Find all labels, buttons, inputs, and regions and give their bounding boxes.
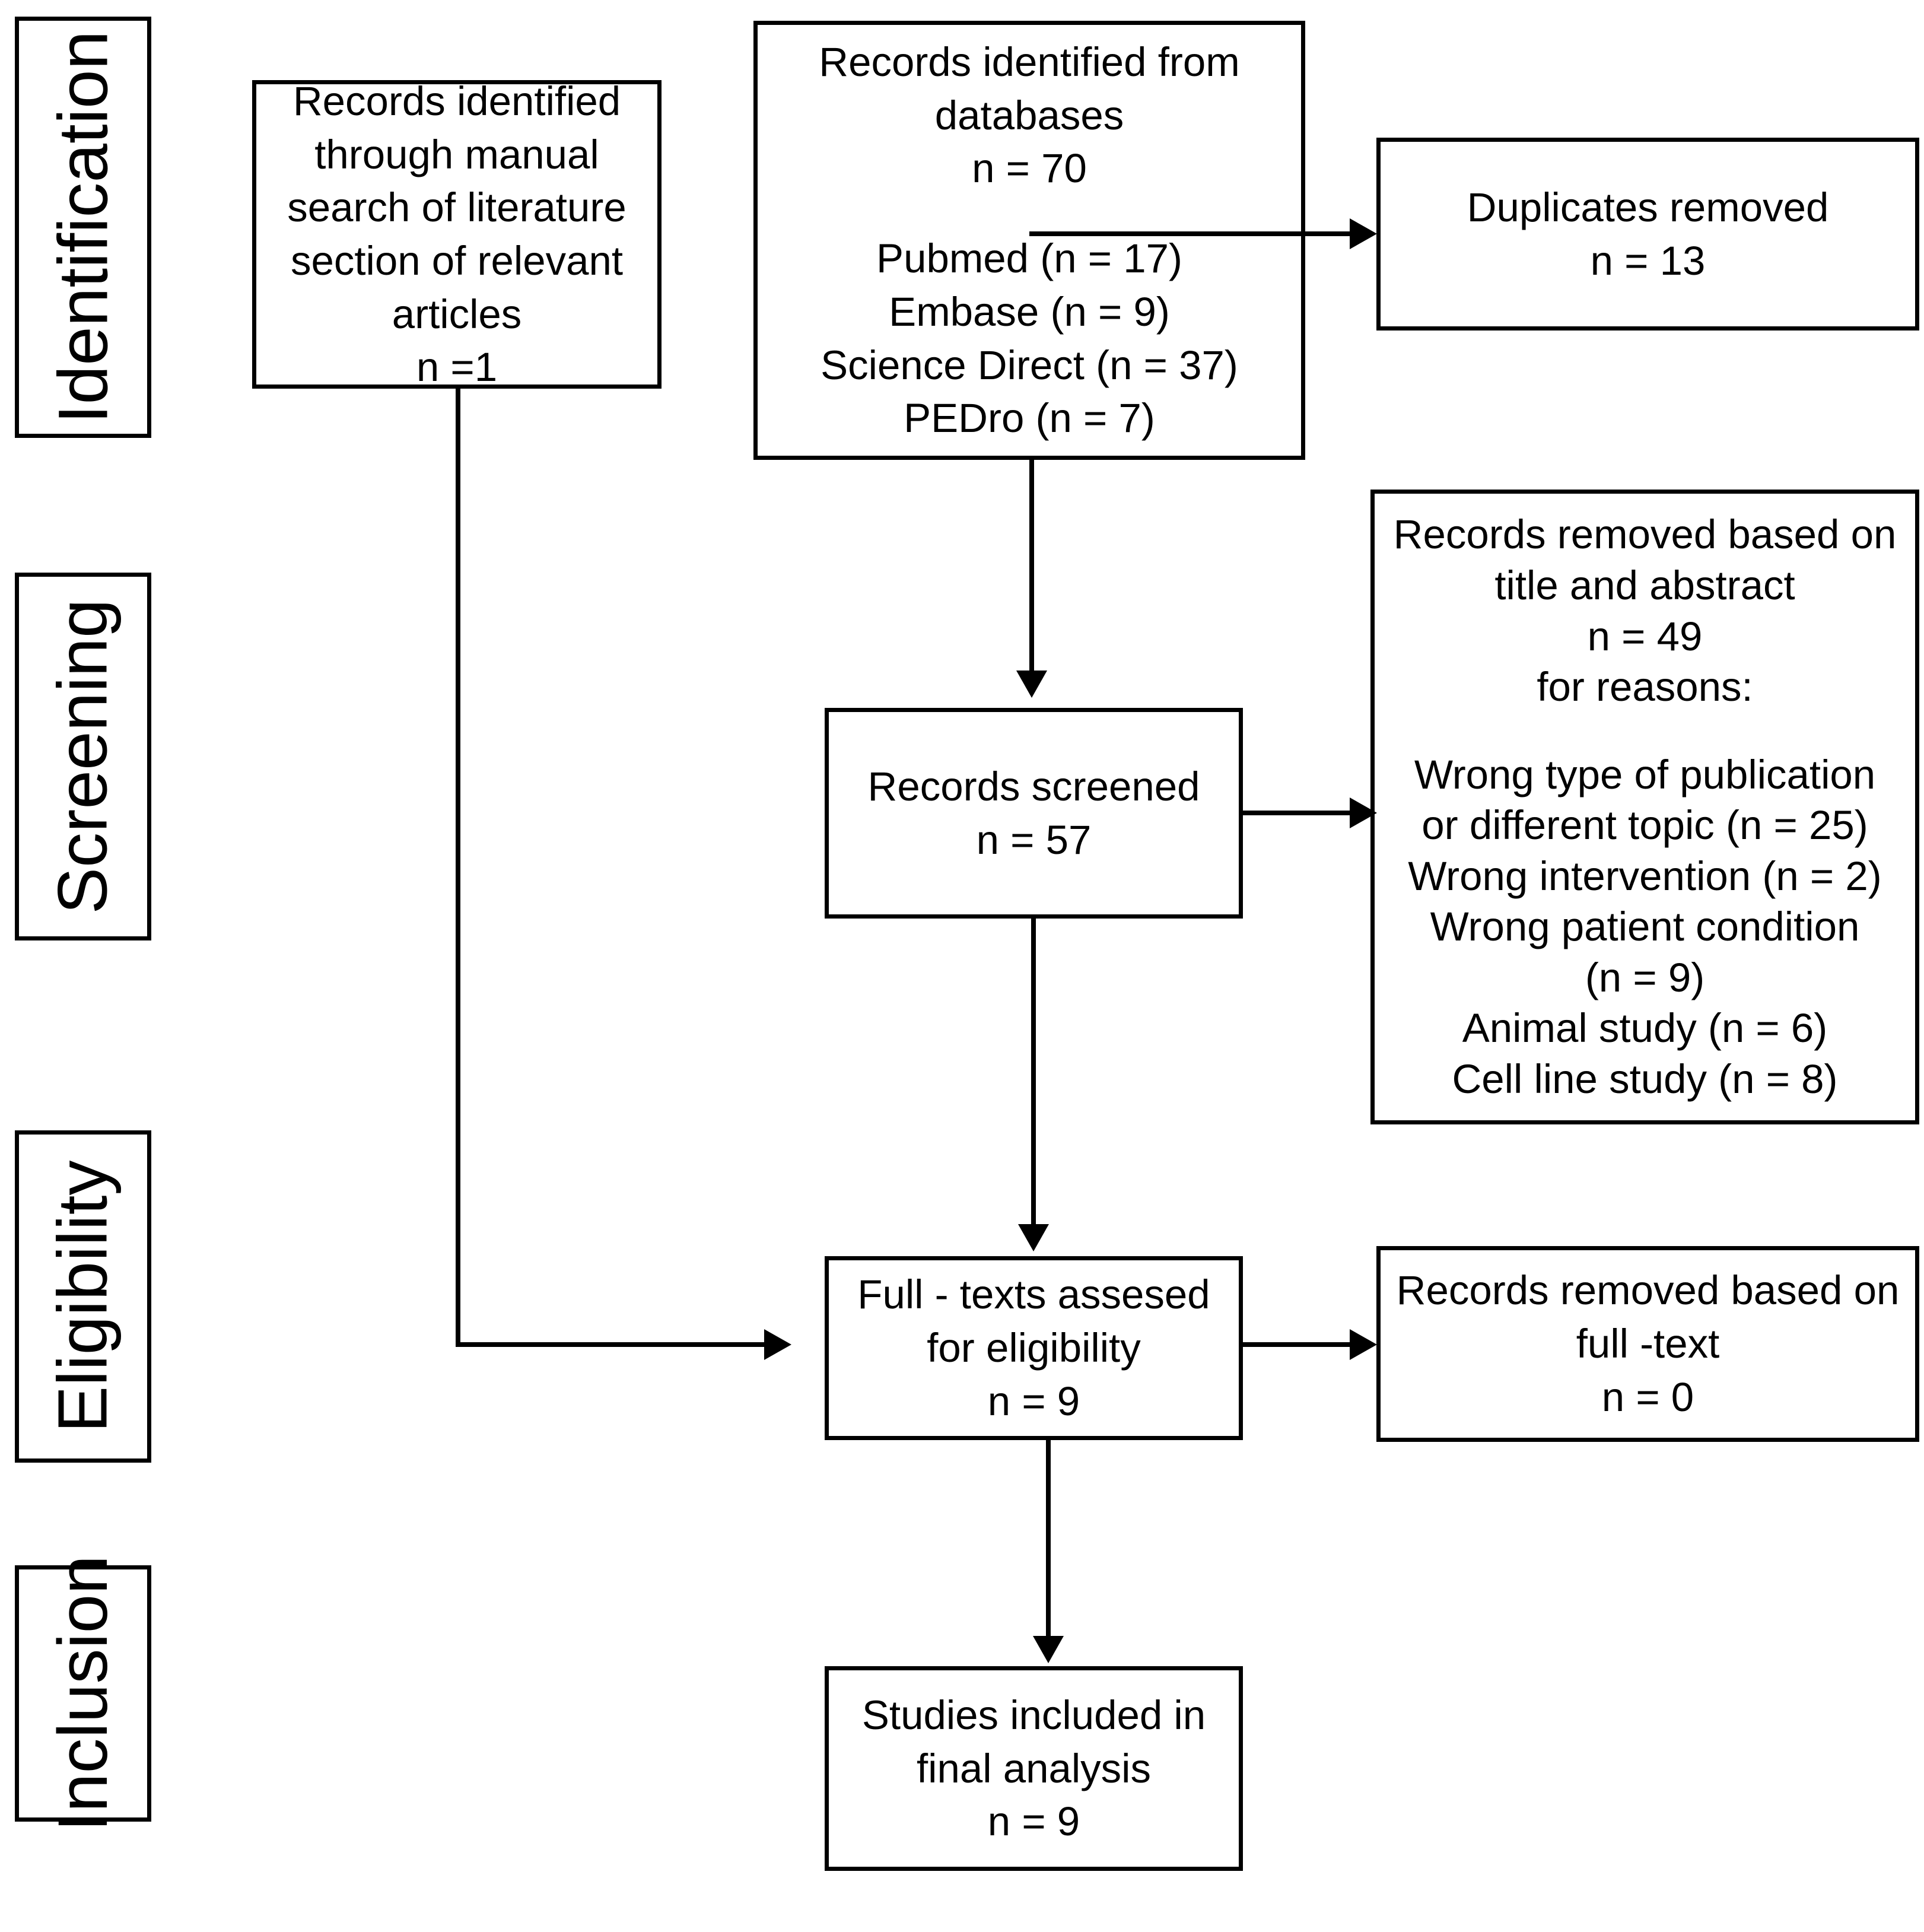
arrowhead-to-removed-fulltext: [1350, 1329, 1377, 1360]
node-records-removed-title-abstract: Records removed based on title and abstr…: [1370, 490, 1919, 1124]
node-line: Embase (n = 9): [889, 288, 1170, 335]
connector-fulltexts-to-included: [1046, 1440, 1051, 1636]
node-line: Wrong intervention (n = 2): [1408, 853, 1882, 899]
connector-databases-to-duplicates: [1029, 231, 1350, 236]
node-line: Records identified: [292, 78, 621, 124]
node-line: final analysis: [916, 1745, 1152, 1791]
node-line: search of literature: [287, 185, 627, 231]
stage-box-inclusion: Inclusion: [15, 1555, 151, 1832]
node-line: n = 49: [1587, 613, 1703, 659]
node-manual-search: Records identified through manual search…: [252, 78, 662, 390]
connector-manual-search-down: [456, 389, 460, 1347]
connector-databases-to-screened: [1029, 460, 1034, 671]
node-line: databases: [934, 92, 1124, 138]
node-line: n = 9: [987, 1378, 1080, 1424]
arrowhead-to-studies-included: [1033, 1636, 1064, 1663]
node-line: for eligibility: [927, 1325, 1141, 1371]
node-line: full -text: [1576, 1321, 1720, 1367]
node-duplicates-removed: Duplicates removed n = 13: [1376, 138, 1919, 331]
node-line: Duplicates removed: [1467, 184, 1829, 230]
node-line: or different topic (n = 25): [1421, 802, 1868, 849]
node-line: Animal study (n = 6): [1462, 1005, 1828, 1051]
node-line: n = 70: [972, 145, 1087, 192]
stage-label-identification: Identification: [44, 30, 123, 424]
stage-box-identification: Identification: [15, 17, 151, 438]
node-line: Studies included in: [861, 1692, 1206, 1738]
node-line: Cell line study (n = 8): [1452, 1056, 1838, 1102]
connector-screened-to-removed-title: [1243, 811, 1350, 815]
stage-label-eligibility: Eligibility: [44, 1160, 123, 1433]
node-line: Records removed based on: [1393, 511, 1897, 558]
arrowhead-to-removed-title-abstract: [1350, 797, 1377, 828]
stage-box-screening: Screening: [15, 573, 151, 940]
connector-manual-search-right: [456, 1342, 764, 1347]
arrowhead-to-fulltexts-from-manual: [764, 1329, 791, 1360]
node-line: PEDro (n = 7): [904, 395, 1155, 441]
connector-screened-to-fulltexts: [1031, 919, 1036, 1224]
arrowhead-to-duplicates: [1350, 218, 1377, 249]
node-line: Records removed based on: [1396, 1267, 1900, 1314]
stage-box-eligibility: Eligibility: [15, 1130, 151, 1463]
node-line: n =1: [416, 344, 498, 390]
connector-fulltexts-to-removed-fulltext: [1243, 1342, 1350, 1347]
node-fulltexts-assessed: Full - texts assesed for eligibility n =…: [825, 1256, 1243, 1440]
node-line: Science Direct (n = 37): [821, 342, 1238, 388]
node-line: articles: [392, 291, 522, 337]
node-line: Records screened: [867, 763, 1200, 809]
node-line: for reasons:: [1537, 664, 1753, 710]
stage-label-inclusion: Inclusion: [44, 1555, 123, 1832]
node-line: through manual: [314, 131, 599, 177]
node-line: n = 0: [1601, 1374, 1694, 1420]
node-line: title and abstract: [1494, 563, 1795, 609]
node-line: Full - texts assesed: [857, 1272, 1210, 1318]
node-line: n = 13: [1590, 237, 1706, 284]
arrowhead-to-records-screened: [1016, 671, 1047, 698]
node-line: Pubmed (n = 17): [876, 236, 1182, 282]
node-records-identified-databases: Records identified from databases n = 70…: [753, 21, 1305, 460]
node-line: Records identified from: [819, 39, 1240, 85]
node-studies-included: Studies included in final analysis n = 9: [825, 1666, 1243, 1871]
node-records-screened: Records screened n = 57: [825, 708, 1243, 919]
node-line: n = 9: [987, 1798, 1080, 1845]
node-line: Wrong type of publication: [1414, 751, 1876, 797]
node-line: (n = 9): [1585, 954, 1705, 1000]
node-records-removed-fulltext: Records removed based on full -text n = …: [1376, 1246, 1919, 1442]
node-line: section of relevant: [291, 238, 623, 284]
arrowhead-to-fulltexts-assessed: [1018, 1224, 1049, 1251]
stage-label-screening: Screening: [44, 599, 123, 914]
node-line: Wrong patient condition: [1430, 904, 1860, 950]
node-line: n = 57: [976, 816, 1092, 863]
